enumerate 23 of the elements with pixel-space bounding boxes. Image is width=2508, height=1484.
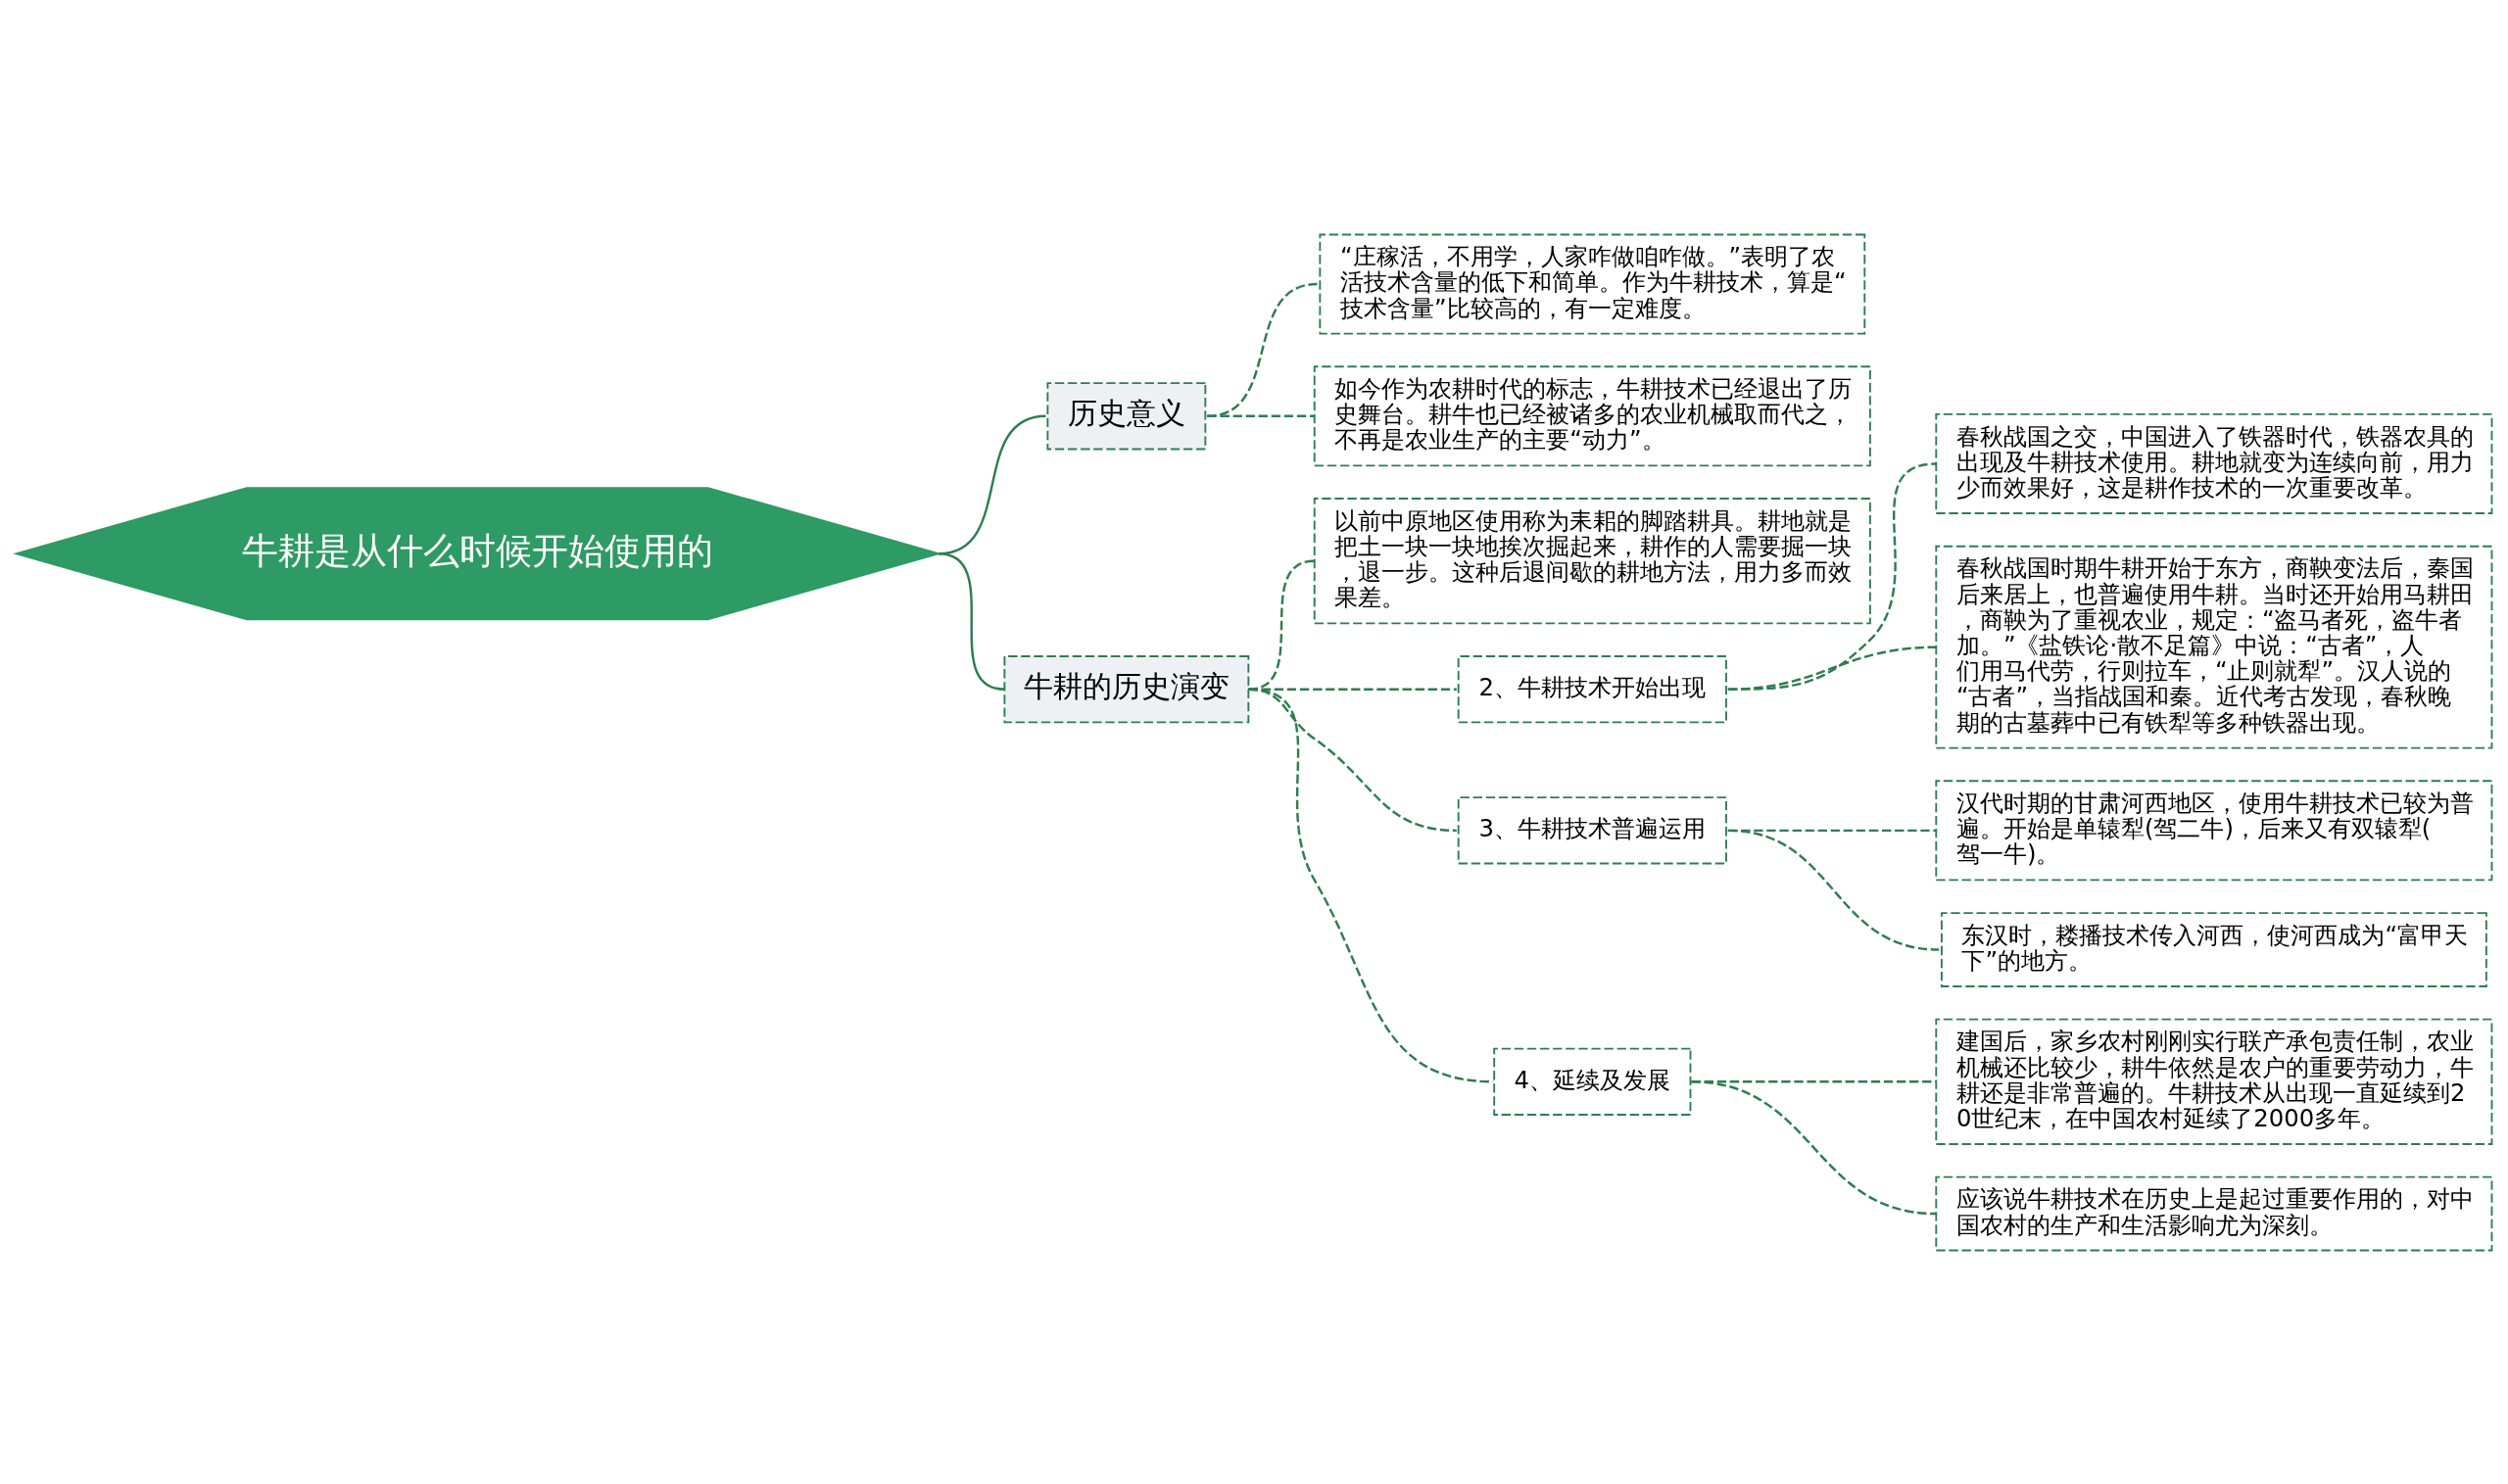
connector xyxy=(1691,1079,1937,1215)
node-box: 如今作为农耕时代的标志，牛耕技术已经退出了历史舞台。耕牛也已经被诸多的农业机械取而代之，不再是农业生产的主要“动力”。 xyxy=(1313,364,1871,466)
node-box: 汉代时期的甘肃河西地区，使用牛耕技术已较为普遍。开始是单辕犁(驾二牛)，后来又有双辕犁(驾一牛)。 xyxy=(1935,779,2493,881)
node-box: “庄稼活，不用学，人家咋做咱咋做。”表明了农活技术含量的低下和简单。作为牛耕技术，算是“技术含量”比较高的，有一定难度。 xyxy=(1319,233,1866,334)
connector xyxy=(1207,414,1315,417)
node-box: 牛耕的历史演变 xyxy=(1003,654,1250,723)
node-box: 应该说牛耕技术在历史上是起过重要作用的，对中国农村的生产和生活影响尤为深刻。 xyxy=(1935,1175,2493,1251)
node-box: 3、牛耕技术普遍运用 xyxy=(1457,795,1727,864)
connector xyxy=(1727,461,1937,691)
connector xyxy=(1727,829,1940,951)
node-box: 春秋战国之交，中国进入了铁器时代，铁器农具的出现及牛耕技术使用。耕地就变为连续向前，用力少而效果好，这是耕作技术的一次重要改革。 xyxy=(1935,412,2493,514)
node-box: 2、牛耕技术开始出现 xyxy=(1457,654,1727,723)
connector xyxy=(1248,688,1457,691)
node-box: 东汉时，耧播技术传入河西，使河西成为“富甲天下”的地方。 xyxy=(1941,911,2487,987)
node-box: 4、延续及发展 xyxy=(1493,1047,1692,1116)
node-box: 历史意义 xyxy=(1046,381,1207,450)
node-box: 以前中原地区使用称为耒耜的脚踏耕具。耕地就是把土一块一块地挨次掘起来，耕作的人需要掘一块，退一步。这种后退间歇的耕地方法，用力多而效果差。 xyxy=(1313,497,1871,624)
connector xyxy=(1248,688,1457,832)
connector xyxy=(1207,282,1318,417)
node-box: 建国后，家乡农村刚刚实行联产承包责任制，农业机械还比较少，耕牛依然是农户的重要劳动力，牛耕还是非常普遍的。牛耕技术从出现一直延续到20世纪末，在中国农村延续了2000多年。 xyxy=(1935,1018,2493,1145)
connector xyxy=(1727,645,1937,691)
node-box: 春秋战国时期牛耕开始于东方，商鞅变法后，秦国后来居上，也普遍使用牛耕。当时还开始用马耕田，商鞅为了重视农业，规定：“盗马者死，盗牛者加。”《盐铁论·散不足篇》中说：“古者”，人们用马代劳，行则拉车，“止则就犁”。汉人说的“古者”，当指战国和秦。近代考古发现，春秋晚期的古墓葬中已有铁犁等多种铁器出现。 xyxy=(1935,545,2493,749)
connector xyxy=(938,551,1005,691)
